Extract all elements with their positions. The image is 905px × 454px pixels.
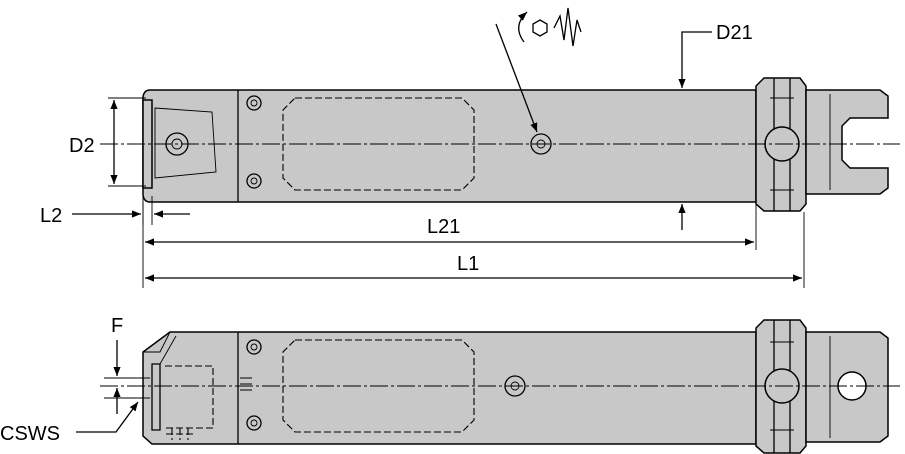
csws-leader <box>76 401 139 433</box>
top-view <box>100 77 900 212</box>
top-head <box>142 99 153 189</box>
bottom-screw-2 <box>246 415 262 431</box>
top-head-pocket <box>154 107 217 179</box>
top-adjust-screw <box>530 133 552 155</box>
rotation-hex-key-vibration-icon <box>517 7 582 47</box>
adjust-leader <box>495 23 538 133</box>
top-body <box>142 89 757 203</box>
bottom-screw-1 <box>246 339 262 355</box>
bottom-view <box>100 319 900 454</box>
top-screw-1 <box>246 95 262 111</box>
top-shank <box>805 89 889 195</box>
l1-label: L1 <box>457 253 479 275</box>
top-dashed-pocket <box>282 97 475 191</box>
bottom-body <box>142 331 757 445</box>
top-dimensions: D2 L2 L21 L1 D21 <box>40 22 805 288</box>
d21-leader-top <box>678 31 712 88</box>
l21-label: L21 <box>427 216 460 238</box>
d2-label: D2 <box>69 135 95 157</box>
f-label: F <box>111 315 123 337</box>
csws-label: CSWS <box>0 423 60 445</box>
d21-label: D21 <box>716 22 753 44</box>
bottom-dashed-pocket <box>282 339 475 433</box>
l2-label: L2 <box>40 205 62 227</box>
top-screw-2 <box>246 173 262 189</box>
bottom-insert <box>151 363 161 431</box>
bottom-head-chamfer <box>143 331 171 353</box>
bottom-head-pocket <box>165 365 214 429</box>
bottom-dimensions: F CSWS <box>0 315 150 445</box>
